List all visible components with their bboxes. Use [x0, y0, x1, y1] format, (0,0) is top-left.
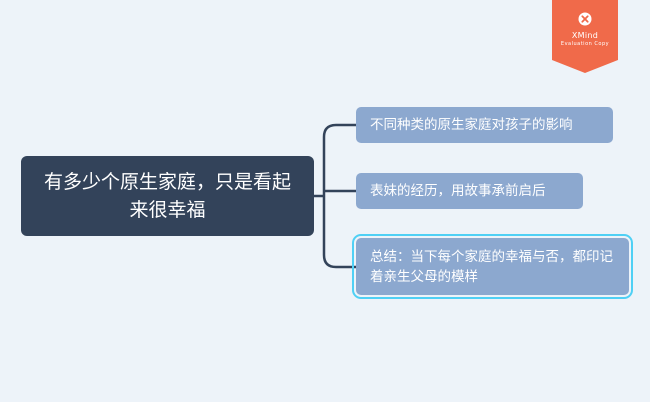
connector-branch-3 [322, 196, 356, 269]
connector-branch-1 [322, 123, 356, 196]
subtopic-1[interactable]: 不同种类的原生家庭对孩子的影响 [356, 107, 613, 143]
central-topic-text: 有多少个原生家庭，只是看起来很幸福 [43, 171, 291, 221]
subtopic-2[interactable]: 表妹的经历，用故事承前启后 [356, 173, 583, 209]
subtopic-3-selected[interactable]: 总结：当下每个家庭的幸福与否，都印记着亲生父母的模样 [352, 234, 633, 299]
subtopic-1-text: 不同种类的原生家庭对孩子的影响 [370, 117, 573, 133]
subtopic-3-text: 总结：当下每个家庭的幸福与否，都印记着亲生父母的模样 [370, 248, 613, 285]
xmind-watermark: XMind Evaluation Copy [552, 0, 618, 73]
subtopic-2-text: 表妹的经历，用故事承前启后 [370, 183, 546, 199]
watermark-note: Evaluation Copy [560, 41, 610, 47]
watermark-name: XMind [571, 31, 599, 40]
watermark-ribbon [552, 0, 618, 73]
central-topic[interactable]: 有多少个原生家庭，只是看起来很幸福 [21, 156, 314, 236]
xmind-logo-icon [578, 12, 592, 26]
